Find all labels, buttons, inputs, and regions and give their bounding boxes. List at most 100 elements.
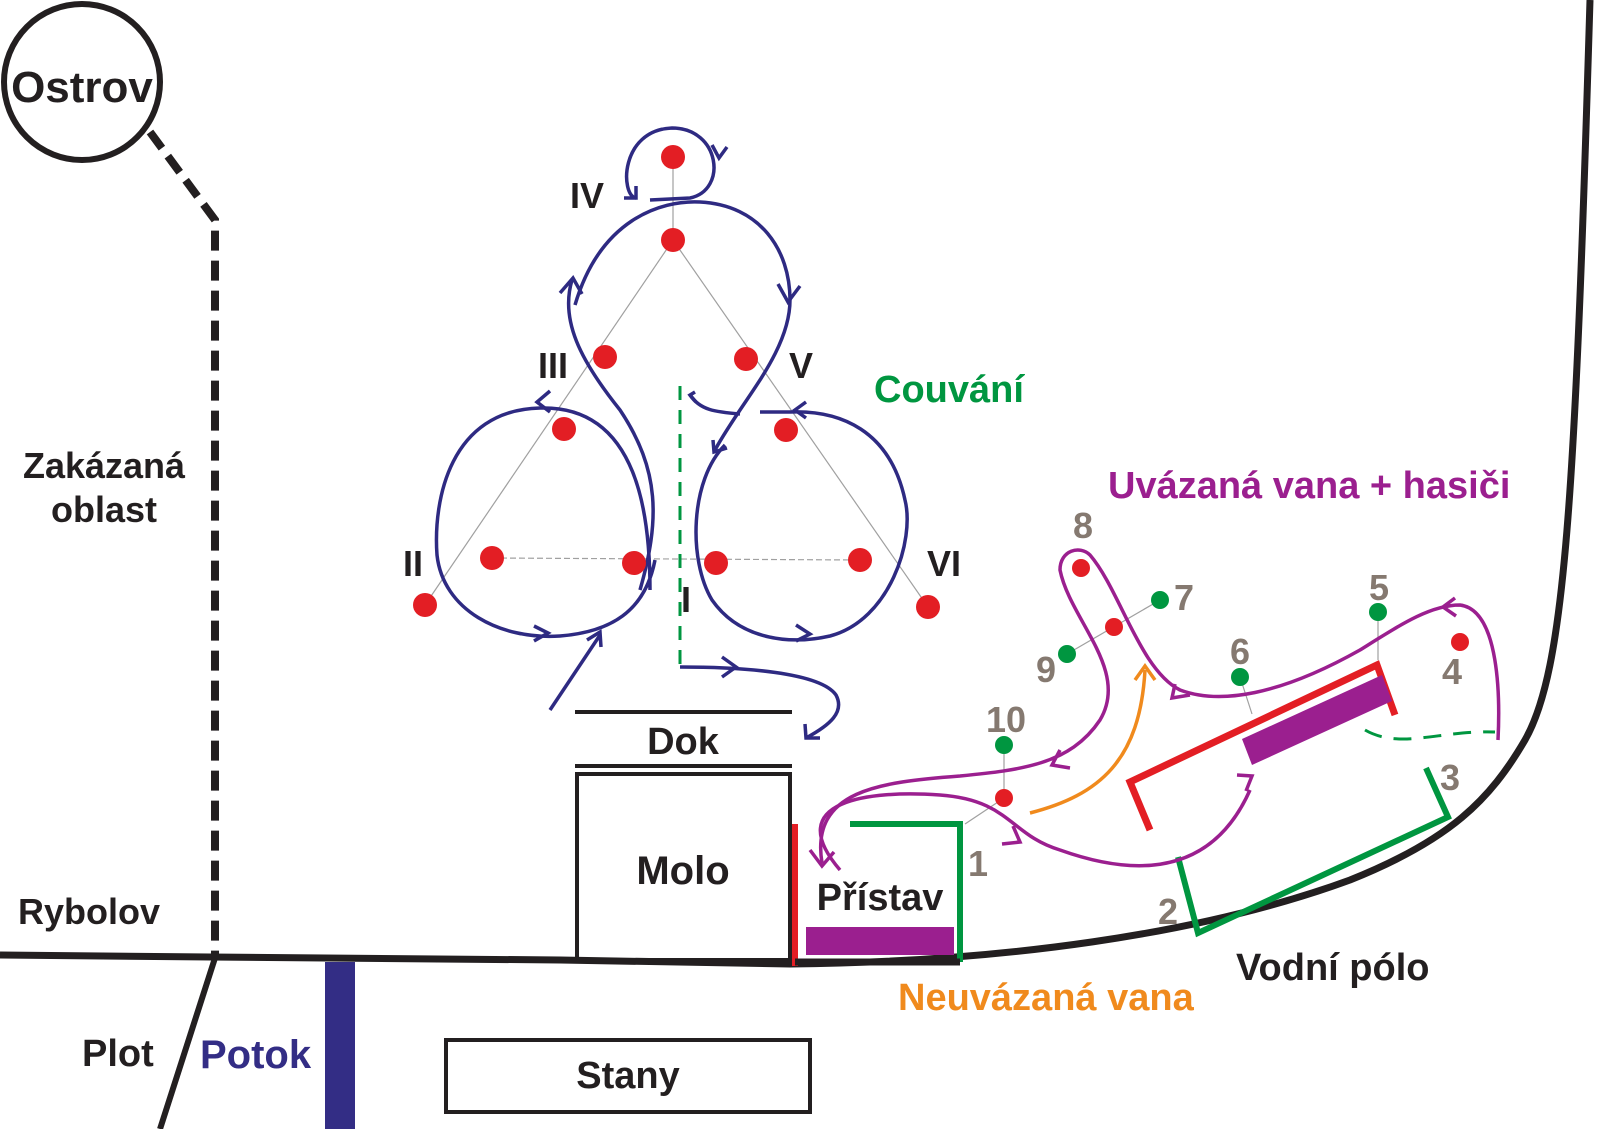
svg-text:Zakázaná: Zakázaná xyxy=(23,445,186,486)
checkpoint-label-6: 6 xyxy=(1230,631,1250,672)
island: Ostrov xyxy=(1,1,163,163)
station-label-2: II xyxy=(403,543,423,584)
checkpoint-label-1: 1 xyxy=(968,843,988,884)
orange-route xyxy=(1029,669,1147,815)
checkpoint-label-8: 8 xyxy=(1073,505,1093,546)
route-left-s xyxy=(566,279,655,591)
arrow-icon xyxy=(586,628,603,648)
station-label-3: III xyxy=(538,345,568,386)
checkpoint-marker xyxy=(1151,591,1169,609)
tents: Stany xyxy=(444,1038,812,1114)
pier-box xyxy=(575,772,792,962)
purple-arrows xyxy=(808,596,1457,869)
arrow-icon xyxy=(808,848,836,869)
reversing-label: Couvání xyxy=(874,369,1025,411)
untied-tub-label: Neuvázaná vana xyxy=(898,977,1195,1019)
cone xyxy=(622,551,646,575)
arrow-icon xyxy=(534,389,552,414)
cone xyxy=(1451,633,1469,651)
cone xyxy=(661,145,685,169)
checkpoint-label-7: 7 xyxy=(1174,577,1194,618)
purple-path xyxy=(818,789,1252,872)
fence-label: Plot xyxy=(82,1033,154,1075)
guide-line xyxy=(491,557,861,561)
svg-text:oblast: oblast xyxy=(51,489,157,530)
cone xyxy=(1105,618,1123,636)
arrow-icon xyxy=(1169,683,1191,701)
station-label-4: IV xyxy=(570,175,604,216)
green-dashed-arc xyxy=(1364,728,1496,741)
station-label-5: V xyxy=(789,345,813,386)
purple-route xyxy=(818,548,1501,872)
arrow-icon xyxy=(1001,825,1023,846)
checkpoint-label-10: 10 xyxy=(986,699,1026,740)
checkpoint-label-3: 3 xyxy=(1440,757,1460,798)
guide-line xyxy=(424,239,674,606)
pier-label: Molo xyxy=(636,849,729,893)
harbor: Přístav xyxy=(792,821,963,966)
tents-label: Stany xyxy=(576,1055,679,1097)
water-polo-label: Vodní pólo xyxy=(1236,947,1429,989)
arrow-icon xyxy=(795,623,814,643)
route-loops xyxy=(434,126,909,740)
arrow-icon xyxy=(1440,596,1457,618)
route-right-circle xyxy=(694,410,909,642)
cone xyxy=(995,789,1013,807)
barrier-green xyxy=(1175,766,1452,938)
cone xyxy=(774,418,798,442)
shore-line xyxy=(0,0,1594,968)
arrow-icon xyxy=(1049,749,1071,770)
dock: Dok xyxy=(575,710,792,768)
checkpoint-label-2: 2 xyxy=(1158,891,1178,932)
arrow-icon xyxy=(776,283,802,306)
cones xyxy=(413,145,940,619)
forbidden-area-label: Zakázaná oblast xyxy=(23,445,186,530)
guide-lines xyxy=(424,160,929,608)
harbor-tub xyxy=(806,927,954,955)
arrow-icon xyxy=(720,655,740,679)
checkpoint-marker xyxy=(1369,603,1387,621)
cone xyxy=(593,345,617,369)
arrow-icon xyxy=(803,723,820,740)
fishing-label: Rybolov xyxy=(18,891,160,932)
cone xyxy=(1072,559,1090,577)
fence-line xyxy=(157,957,218,1129)
checkpoint-marker xyxy=(1058,645,1076,663)
arrow-icon xyxy=(792,400,808,420)
route-entry xyxy=(548,634,602,711)
arrow-icon xyxy=(687,390,698,404)
shoreline xyxy=(0,0,1594,968)
route-small-loop xyxy=(624,126,716,202)
route-right-s xyxy=(712,299,792,453)
station-labels: I II III IV V VI xyxy=(403,175,961,620)
stream-label: Potok xyxy=(200,1033,312,1077)
arrow-icon xyxy=(558,274,584,295)
dock-label: Dok xyxy=(647,721,720,763)
arrow-icon xyxy=(711,439,728,455)
arrow-icon xyxy=(1236,773,1255,792)
pier: Molo xyxy=(575,772,792,962)
checkpoint-marker xyxy=(1231,668,1249,686)
cone xyxy=(480,546,504,570)
route-loop-top xyxy=(573,200,792,306)
forbidden-area-boundary xyxy=(146,129,219,956)
harbor-green-bracket xyxy=(850,821,963,962)
checkpoint-dots xyxy=(995,559,1469,807)
tents-box xyxy=(444,1038,812,1114)
checkpoint-labels: 1 2 3 4 5 6 7 8 9 10 xyxy=(968,505,1462,932)
station-label-6: VI xyxy=(927,543,961,584)
arrow-icon xyxy=(624,186,638,200)
cone xyxy=(413,593,437,617)
purple-path xyxy=(818,548,1501,864)
checkpoint-label-9: 9 xyxy=(1036,649,1056,690)
checkpoint-marker xyxy=(995,736,1013,754)
route-reverse-hook xyxy=(688,393,741,416)
cone xyxy=(848,548,872,572)
checkpoint-label-5: 5 xyxy=(1369,567,1389,608)
arrow-icon xyxy=(533,624,552,643)
stream xyxy=(325,962,355,1129)
tied-tub-label: Uvázaná vana + hasiči xyxy=(1108,465,1510,507)
station-label-1: I xyxy=(681,579,691,620)
route-exit xyxy=(679,665,841,740)
